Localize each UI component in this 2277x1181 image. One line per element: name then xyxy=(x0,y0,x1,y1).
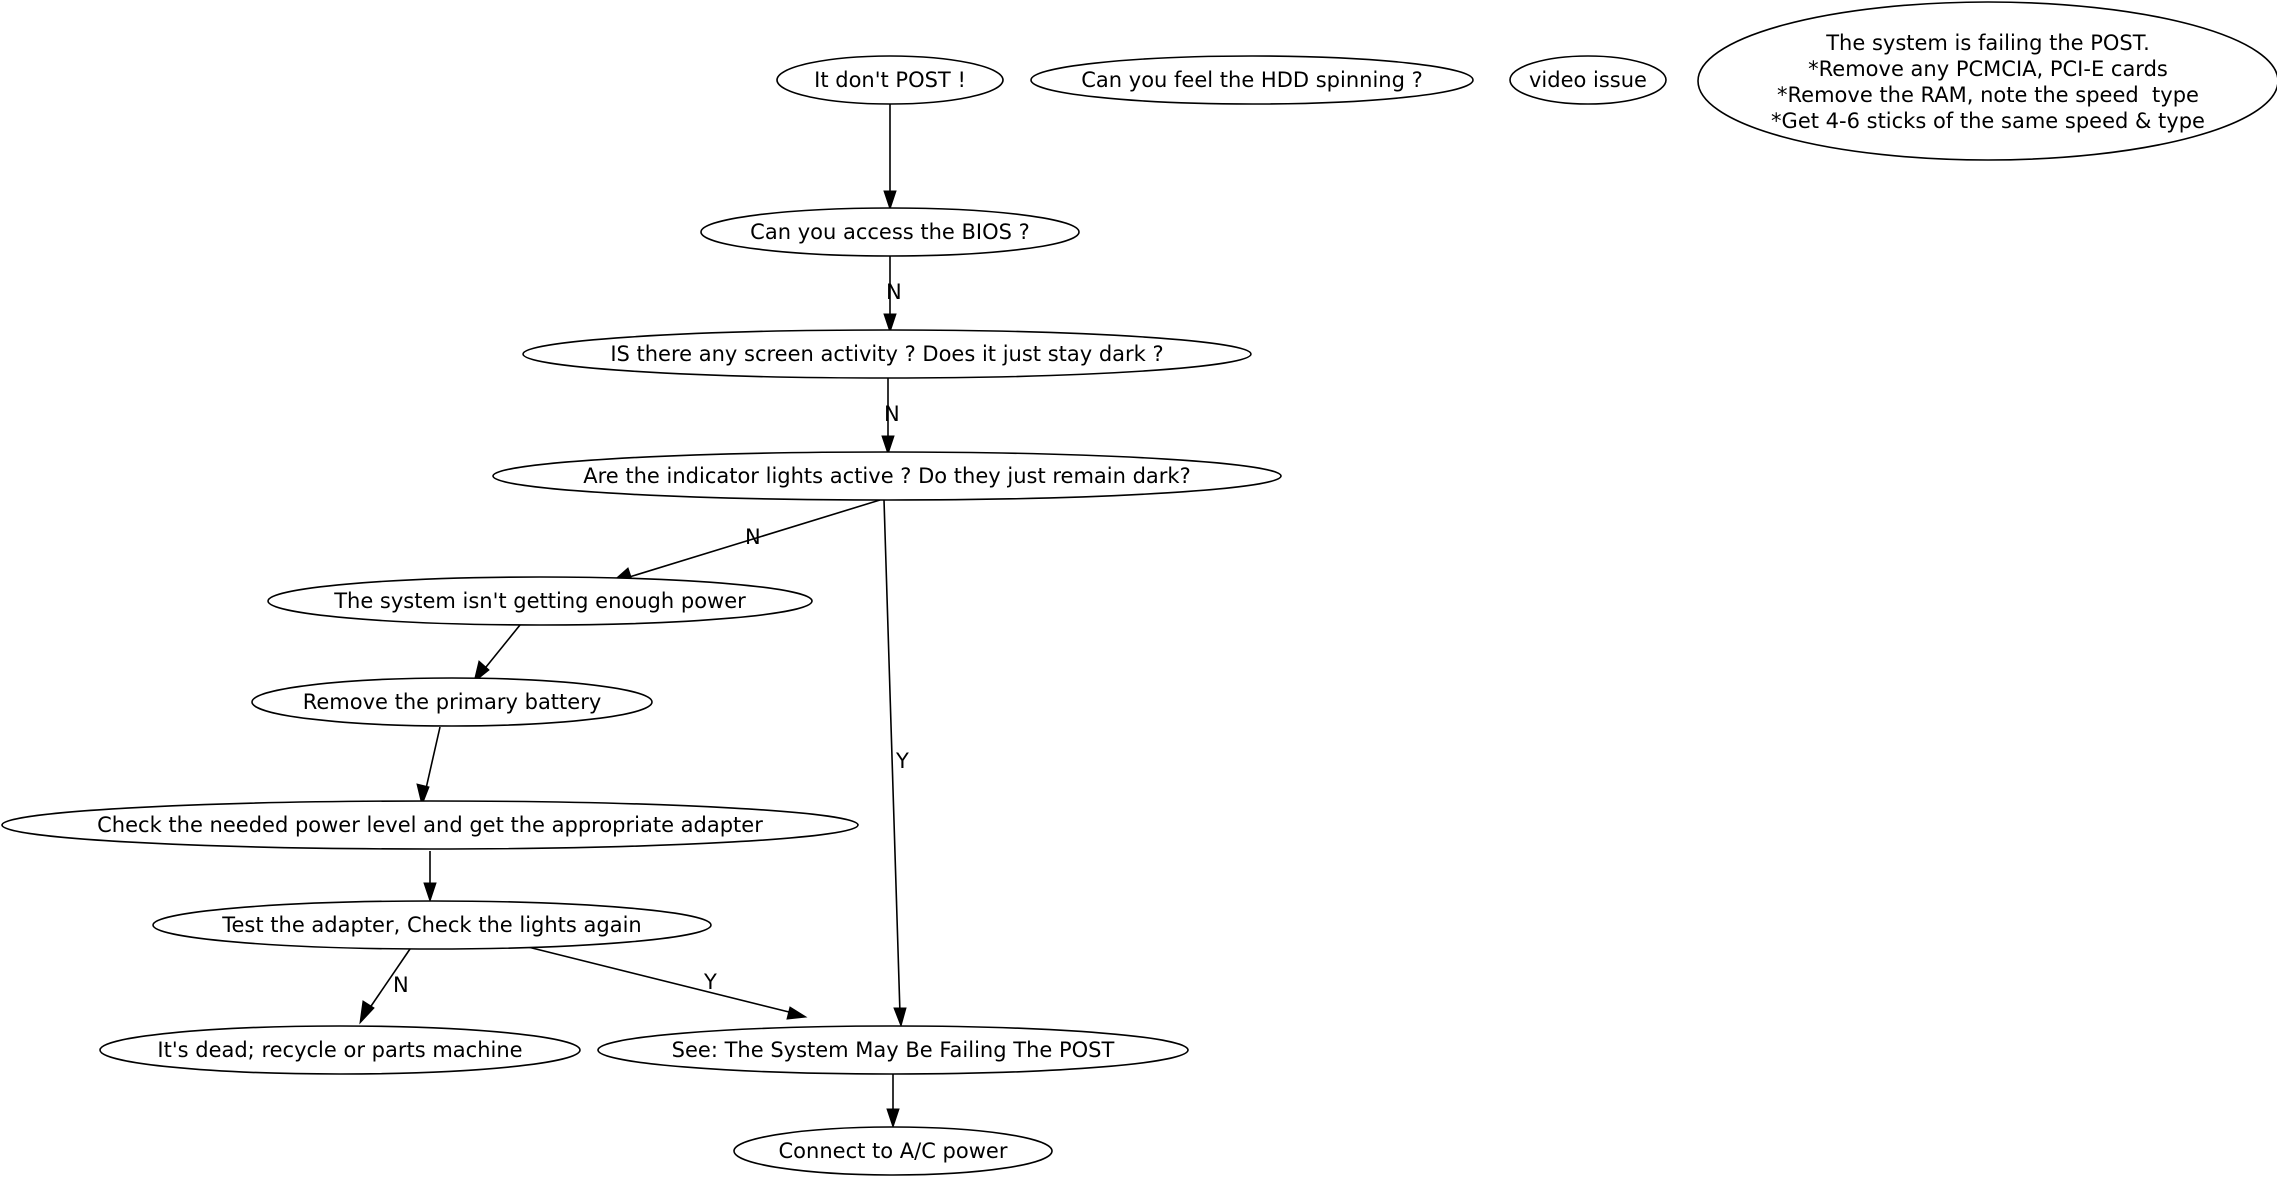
edge-lights-to-seepost: Y xyxy=(883,499,909,1028)
node-access-bios[interactable]: Can you access the BIOS ? xyxy=(700,207,1080,257)
node-label-it-dont-post: It don't POST ! xyxy=(814,68,966,92)
node-it-dont-post[interactable]: It don't POST ! xyxy=(776,55,1004,105)
edge-battery-to-adapter xyxy=(416,726,441,807)
node-ellipse-connect-ac-power[interactable] xyxy=(733,1126,1053,1176)
node-ellipse-not-enough-power[interactable] xyxy=(267,576,813,626)
node-ellipse-its-dead[interactable] xyxy=(99,1025,581,1075)
edge-adapter-to-test xyxy=(423,851,437,903)
node-label-see-failing-post: See: The System May Be Failing The POST xyxy=(672,1038,1115,1062)
node-remove-battery[interactable]: Remove the primary battery xyxy=(251,677,653,727)
node-connect-ac-power[interactable]: Connect to A/C power xyxy=(733,1126,1053,1176)
node-screen-activity[interactable]: IS there any screen activity ? Does it j… xyxy=(522,329,1252,379)
node-label-failing-post-line-3: *Remove the RAM, note the speed type xyxy=(1777,83,2199,107)
node-label-remove-battery: Remove the primary battery xyxy=(303,690,602,714)
edge-seepost-to-ac xyxy=(886,1074,900,1129)
edge-label-test-seepost: Y xyxy=(703,970,717,994)
node-label-hdd-spinning: Can you feel the HDD spinning ? xyxy=(1081,68,1423,92)
node-its-dead[interactable]: It's dead; recycle or parts machine xyxy=(99,1025,581,1075)
node-label-not-enough-power: The system isn't getting enough power xyxy=(333,589,746,613)
node-ellipse-screen-activity[interactable] xyxy=(522,329,1252,379)
edge-test-to-dead: N xyxy=(359,948,411,1025)
node-label-its-dead: It's dead; recycle or parts machine xyxy=(157,1038,522,1062)
edge-bios-to-screen: N xyxy=(883,256,902,334)
node-ellipse-test-adapter[interactable] xyxy=(152,900,712,950)
edge-label-lights-power: N xyxy=(745,525,761,549)
edge-test-to-seepost: Y xyxy=(527,946,808,1020)
node-label-test-adapter: Test the adapter, Check the lights again xyxy=(221,913,642,937)
edge-label-bios-screen: N xyxy=(886,280,902,304)
node-ellipse-remove-battery[interactable] xyxy=(251,677,653,727)
edge-lights-to-power: N xyxy=(609,499,881,584)
edge-power-to-battery xyxy=(473,624,521,684)
node-label-connect-ac-power: Connect to A/C power xyxy=(779,1139,1008,1163)
node-hdd-spinning[interactable]: Can you feel the HDD spinning ? xyxy=(1030,55,1474,105)
node-label-failing-post-line-2: *Remove any PCMCIA, PCI-E cards xyxy=(1808,57,2168,81)
node-failing-post-note[interactable]: The system is failing the POST. *Remove … xyxy=(1697,1,2277,161)
node-ellipse-it-dont-post[interactable] xyxy=(776,55,1004,105)
node-not-enough-power[interactable]: The system isn't getting enough power xyxy=(267,576,813,626)
node-ellipse-access-bios[interactable] xyxy=(700,207,1080,257)
node-ellipse-hdd-spinning[interactable] xyxy=(1030,55,1474,105)
node-ellipse-check-power-level[interactable] xyxy=(1,800,859,850)
node-indicator-lights[interactable]: Are the indicator lights active ? Do the… xyxy=(492,451,1282,501)
edge-label-screen-lights: N xyxy=(884,402,900,426)
node-label-indicator-lights: Are the indicator lights active ? Do the… xyxy=(583,464,1191,488)
node-video-issue[interactable]: video issue xyxy=(1509,55,1667,105)
node-ellipse-see-failing-post[interactable] xyxy=(597,1025,1189,1075)
edge-label-lights-seepost: Y xyxy=(895,749,909,773)
node-check-power-level[interactable]: Check the needed power level and get the… xyxy=(1,800,859,850)
node-label-access-bios: Can you access the BIOS ? xyxy=(750,220,1030,244)
node-label-video-issue: video issue xyxy=(1529,68,1647,92)
edge-label-test-dead: N xyxy=(393,973,409,997)
node-test-adapter[interactable]: Test the adapter, Check the lights again xyxy=(152,900,712,950)
node-label-failing-post-line-4: *Get 4-6 sticks of the same speed & type xyxy=(1771,109,2205,133)
edge-post-to-bios xyxy=(883,104,897,211)
node-ellipse-indicator-lights[interactable] xyxy=(492,451,1282,501)
node-label-check-power-level: Check the needed power level and get the… xyxy=(97,813,763,837)
node-ellipse-video-issue[interactable] xyxy=(1509,55,1667,105)
node-label-failing-post-line-1: The system is failing the POST. xyxy=(1825,31,2150,55)
node-see-failing-post[interactable]: See: The System May Be Failing The POST xyxy=(597,1025,1189,1075)
node-label-screen-activity: IS there any screen activity ? Does it j… xyxy=(610,342,1163,366)
edge-screen-to-lights: N xyxy=(881,378,900,456)
node-ellipse-failing-post-note[interactable] xyxy=(1697,1,2277,161)
